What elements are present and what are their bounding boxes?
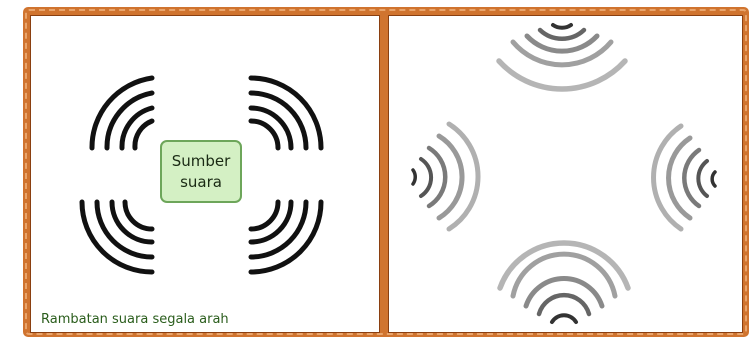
wave-group-bottom-right (251, 202, 321, 272)
wave-group-bottom (500, 243, 628, 322)
caption: Rambatan suara segala arah (41, 312, 229, 327)
panel-wave-fronts (388, 15, 743, 333)
wave-group-top-right (251, 78, 321, 148)
wave-group-top-left (92, 78, 152, 148)
sound-source-label-line1: Sumber (172, 151, 231, 172)
wave-group-top (499, 25, 625, 89)
waves-directional (389, 16, 744, 334)
panel-sound-propagation: Sumber suara Rambatan suara segala arah (30, 15, 380, 333)
outer-frame: Sumber suara Rambatan suara segala arah (23, 7, 749, 337)
wave-group-bottom-left (82, 202, 152, 272)
wave-group-right (654, 126, 715, 229)
wave-group-left (413, 124, 478, 229)
sound-source-box: Sumber suara (160, 140, 242, 203)
sound-source-label-line2: suara (172, 172, 231, 193)
